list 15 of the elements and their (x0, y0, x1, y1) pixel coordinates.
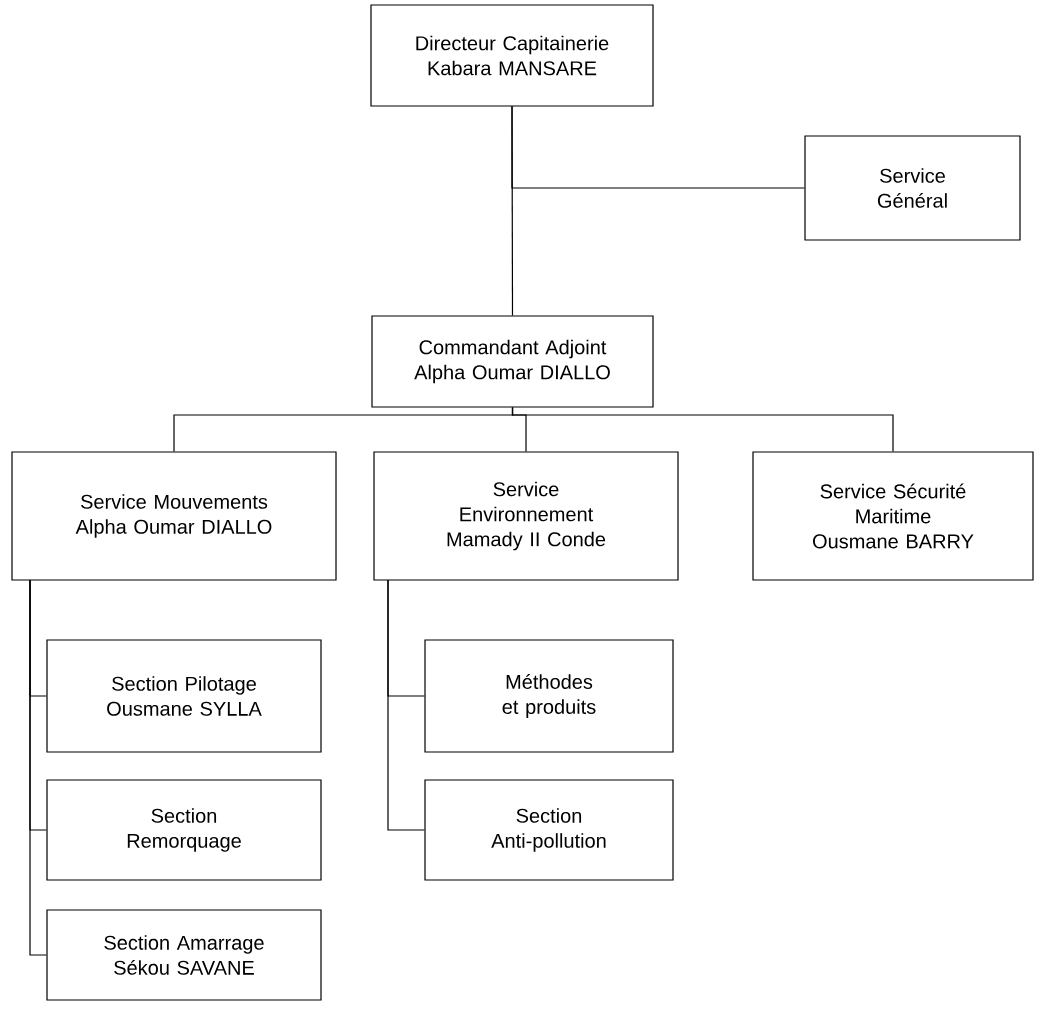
org-box: Section Pilotage Ousmane SYLLA (46, 639, 322, 753)
connector-line (511, 407, 894, 452)
org-box: Service Environnement Mamady II Conde (373, 451, 679, 581)
org-box: Service Général (804, 135, 1021, 241)
org-box: Section Amarrage Sékou SAVANE (46, 909, 322, 1001)
org-box: Service Mouvements Alpha Oumar DIALLO (11, 451, 337, 581)
org-box: Commandant Adjoint Alpha Oumar DIALLO (371, 315, 654, 408)
org-box: Section Anti-pollution (424, 779, 674, 881)
org-box: Section Remorquage (46, 779, 322, 881)
connector-line (29, 579, 47, 956)
org-box: Méthodes et produits (424, 639, 674, 753)
connector-line (387, 579, 425, 831)
connector-line (511, 105, 805, 189)
org-box: Service Sécurité Maritime Ousmane BARRY (752, 451, 1034, 581)
org-box: Directeur Capitainerie Kabara MANSARE (370, 4, 654, 107)
